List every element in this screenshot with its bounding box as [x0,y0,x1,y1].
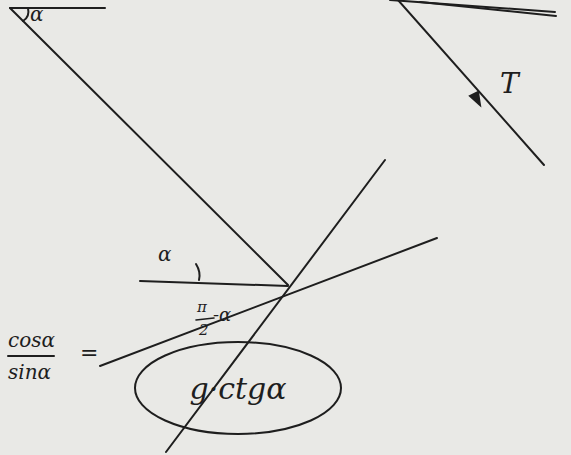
rope-line [10,8,288,285]
normal-line [166,160,385,452]
horizontal-line [140,281,288,286]
sketch-label: -α [213,306,231,324]
tension-line [398,0,544,165]
fraction-bar [8,355,54,357]
result-text: g·ctgα [189,371,286,406]
sketch-label: = [80,342,98,364]
sketch-label: cosα [8,330,55,350]
fraction-bar [196,318,214,320]
ceiling-line [390,0,555,12]
tangent-line [100,238,437,366]
circled-result: g·ctgα [133,340,343,436]
ellipse-outline [135,342,341,434]
angle-arc [23,8,28,21]
sketch-label: T [500,70,519,98]
sketch-label: α [30,4,44,24]
sketch-label: π [197,300,207,315]
sketch-label: α [158,244,172,264]
arrow-head [470,92,480,105]
sketch-label: 2 [199,323,209,338]
ceiling-line [10,7,105,9]
ceiling-line [420,2,556,16]
sketch-label: sinα [8,362,51,382]
angle-arc [196,264,200,280]
